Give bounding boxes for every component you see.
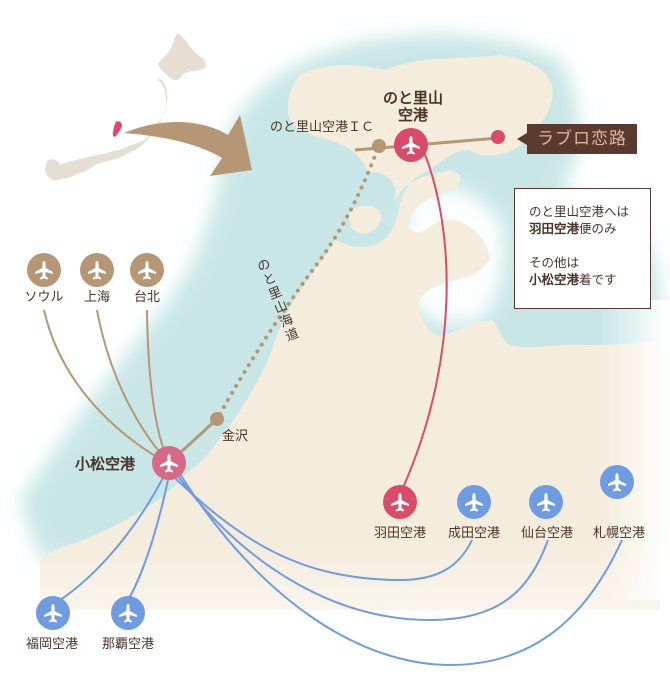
laburo-renji-callout[interactable]: ラブロ恋路 bbox=[517, 124, 637, 154]
noto-airport-marker[interactable] bbox=[394, 128, 428, 162]
fukuoka-marker[interactable] bbox=[36, 596, 70, 630]
laburo-marker[interactable] bbox=[491, 130, 505, 144]
note-line4: 小松空港着です bbox=[529, 271, 650, 288]
haneda-route bbox=[401, 151, 448, 491]
noto-airport-label-line2: 空港 bbox=[397, 106, 429, 124]
komatsu-airport-marker[interactable] bbox=[152, 446, 186, 480]
haneda-marker[interactable] bbox=[383, 485, 417, 519]
noto-airport-label: のと里山 空港 bbox=[383, 90, 443, 124]
taipei-label: 台北 bbox=[133, 290, 161, 305]
note-line4-rest: 着です bbox=[579, 272, 617, 287]
naha-label: 那覇空港 bbox=[101, 637, 155, 652]
komatsu-airport-label: 小松空港 bbox=[75, 455, 136, 473]
fukuoka-label: 福岡空港 bbox=[25, 637, 79, 652]
noto-airport-label-line1: のと里山 bbox=[382, 89, 444, 107]
naha-marker[interactable] bbox=[111, 596, 145, 630]
sapporo-marker[interactable] bbox=[600, 465, 634, 499]
sapporo-label: 札幌空港 bbox=[592, 526, 646, 541]
seoul-label: ソウル bbox=[24, 290, 64, 305]
land-area bbox=[40, 55, 660, 620]
note-komatsu-bold: 小松空港 bbox=[529, 272, 580, 287]
info-note: のと里山空港へは 羽田空港便のみ その他は 小松空港着です bbox=[514, 188, 651, 309]
noto-highway-dotted bbox=[218, 146, 380, 416]
note-haneda-bold: 羽田空港 bbox=[529, 221, 580, 236]
shanghai-label: 上海 bbox=[83, 290, 111, 305]
sendai-marker[interactable] bbox=[529, 485, 563, 519]
japan-inset-map bbox=[45, 33, 207, 181]
haneda-label: 羽田空港 bbox=[373, 526, 427, 541]
sendai-label: 仙台空港 bbox=[520, 526, 574, 541]
kanazawa-marker[interactable] bbox=[210, 412, 224, 426]
note-line1: のと里山空港へは bbox=[529, 204, 630, 219]
noto-ic-label: のと里山空港ＩＣ bbox=[270, 120, 375, 135]
zoom-arrow bbox=[124, 115, 252, 176]
note-line3: その他は bbox=[529, 255, 580, 270]
shanghai-marker[interactable] bbox=[80, 253, 114, 287]
narita-label: 成田空港 bbox=[447, 526, 501, 541]
note-line2: 羽田空港便のみ bbox=[529, 220, 650, 237]
note-line2-rest: 便のみ bbox=[579, 221, 617, 236]
kanazawa-label: 金沢 bbox=[222, 429, 249, 444]
narita-marker[interactable] bbox=[457, 485, 491, 519]
taipei-marker[interactable] bbox=[130, 253, 164, 287]
seoul-marker[interactable] bbox=[27, 253, 61, 287]
domestic-routes bbox=[59, 473, 623, 667]
noto-ic-marker[interactable] bbox=[372, 139, 386, 153]
